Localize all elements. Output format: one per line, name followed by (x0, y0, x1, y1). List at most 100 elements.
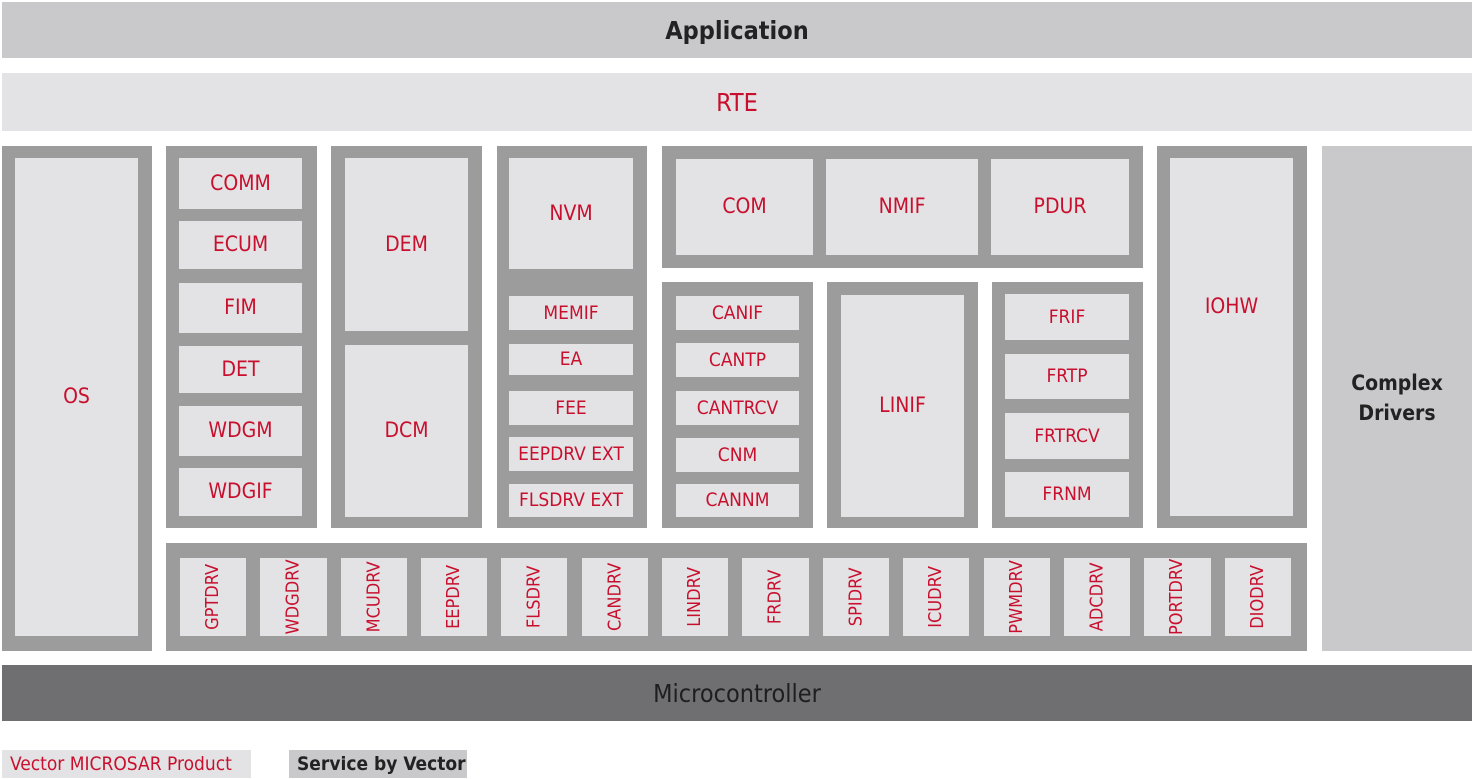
module-flsdrv-ext: FLSDRV EXT (509, 484, 633, 517)
module-ea-label: EA (559, 348, 583, 371)
complex-drivers-label: Complex Drivers (1351, 371, 1443, 425)
module-wdgm-label: WDGM (208, 418, 273, 443)
microcontroller-layer: Microcontroller (2, 665, 1472, 721)
module-wdgdrv: WDGDRV (260, 558, 327, 636)
legend-service: Service by Vector (289, 750, 467, 778)
module-wdgif: WDGIF (179, 468, 302, 516)
module-frif: FRIF (1005, 294, 1129, 340)
module-lindrv: LINDRV (662, 558, 728, 636)
module-iohw-label: IOHW (1204, 294, 1259, 319)
module-nvm: NVM (509, 158, 633, 269)
module-com: COM (676, 159, 813, 255)
module-cantp-label: CANTP (708, 348, 767, 371)
module-frdrv: FRDRV (742, 558, 809, 636)
module-ecum-label: ECUM (212, 232, 269, 257)
system-services-frame (166, 146, 317, 528)
module-wdgdrv-label: WDGDRV (282, 559, 304, 635)
module-eepdrv-label: EEPDRV (443, 564, 465, 630)
module-lindrv-label: LINDRV (684, 567, 706, 627)
module-cantrcv: CANTRCV (676, 391, 799, 425)
module-nmif-label: NMIF (878, 194, 926, 219)
legend-product: Vector MICROSAR Product (2, 750, 251, 778)
legend-product-label: Vector MICROSAR Product (10, 753, 232, 775)
module-linif: LINIF (841, 295, 964, 517)
module-adcdrv-label: ADCDRV (1086, 562, 1108, 632)
complex-drivers-block: Complex Drivers (1322, 146, 1472, 651)
module-icudrv: ICUDRV (903, 558, 969, 636)
module-diodrv: DIODRV (1225, 558, 1291, 636)
module-wdgm: WDGM (179, 406, 302, 456)
module-flsdrv: FLSDRV (501, 558, 567, 636)
module-iohw: IOHW (1170, 158, 1293, 516)
module-eepdrv-ext: EEPDRV EXT (509, 437, 633, 471)
legend-service-label: Service by Vector (297, 753, 466, 775)
module-det-label: DET (221, 356, 260, 381)
module-eepdrv: EEPDRV (421, 558, 487, 636)
module-spidrv-label: SPIDRV (845, 567, 867, 627)
module-adcdrv: ADCDRV (1064, 558, 1130, 636)
module-pwmdrv-label: PWMDRV (1006, 560, 1028, 634)
module-canif: CANIF (676, 296, 799, 330)
module-candrv-label: CANDRV (604, 562, 626, 632)
module-com-label: COM (722, 194, 767, 219)
module-gptdrv: GPTDRV (180, 558, 246, 636)
module-frtrcv: FRTRCV (1005, 413, 1129, 459)
module-frtp-label: FRTP (1046, 365, 1088, 388)
module-det: DET (179, 346, 302, 393)
module-dem-label: DEM (385, 231, 428, 256)
module-fee-label: FEE (555, 396, 587, 419)
module-memif-label: MEMIF (543, 301, 599, 324)
module-nmif: NMIF (826, 159, 978, 255)
module-frtp: FRTP (1005, 354, 1129, 399)
mcal-frame (166, 543, 1307, 651)
module-fim-label: FIM (224, 295, 257, 320)
module-canif-label: CANIF (711, 301, 764, 324)
module-flsdrv-label: FLSDRV (523, 565, 545, 629)
module-flsdrv-ext-label: FLSDRV EXT (519, 489, 623, 512)
module-mcudrv-label: MCUDRV (363, 561, 385, 633)
module-comm-label: COMM (210, 170, 271, 195)
module-eepdrv-ext-label: EEPDRV EXT (518, 442, 624, 465)
module-cantp: CANTP (676, 343, 799, 377)
module-memif: MEMIF (509, 296, 633, 330)
module-cannm-label: CANNM (705, 489, 770, 512)
module-fim: FIM (179, 283, 302, 333)
module-portdrv-label: PORTDRV (1166, 558, 1188, 636)
module-comm: COMM (179, 158, 302, 209)
module-wdgif-label: WDGIF (208, 479, 273, 504)
module-linif-label: LINIF (879, 393, 926, 418)
module-cnm: CNM (676, 438, 799, 472)
rte-layer: RTE (2, 73, 1472, 131)
module-ecum: ECUM (179, 221, 302, 269)
module-cannm: CANNM (676, 484, 799, 517)
microcontroller-label: Microcontroller (653, 678, 821, 708)
module-pdur-label: PDUR (1033, 194, 1087, 219)
module-spidrv: SPIDRV (823, 558, 889, 636)
module-frif-label: FRIF (1048, 305, 1086, 328)
module-dcm-label: DCM (384, 418, 429, 443)
application-layer: Application (2, 2, 1472, 58)
module-cantrcv-label: CANTRCV (696, 396, 779, 419)
module-ea: EA (509, 344, 633, 375)
module-frnm-label: FRNM (1042, 483, 1092, 506)
module-nvm-label: NVM (549, 200, 593, 225)
application-label: Application (665, 15, 809, 45)
module-dem: DEM (345, 158, 468, 331)
module-icudrv-label: ICUDRV (925, 566, 947, 628)
module-diodrv-label: DIODRV (1247, 565, 1269, 629)
os-label: OS (63, 384, 90, 409)
module-dcm: DCM (345, 345, 468, 517)
module-frnm: FRNM (1005, 472, 1129, 517)
module-mcudrv: MCUDRV (341, 558, 407, 636)
module-gptdrv-label: GPTDRV (202, 563, 224, 630)
module-fee: FEE (509, 391, 633, 425)
module-pdur: PDUR (991, 159, 1129, 255)
module-frdrv-label: FRDRV (764, 569, 786, 625)
module-candrv: CANDRV (582, 558, 648, 636)
module-pwmdrv: PWMDRV (984, 558, 1050, 636)
module-portdrv: PORTDRV (1144, 558, 1211, 636)
module-frtrcv-label: FRTRCV (1034, 424, 1100, 447)
rte-label: RTE (716, 87, 758, 117)
os-module: OS (15, 158, 138, 636)
module-cnm-label: CNM (717, 443, 758, 466)
